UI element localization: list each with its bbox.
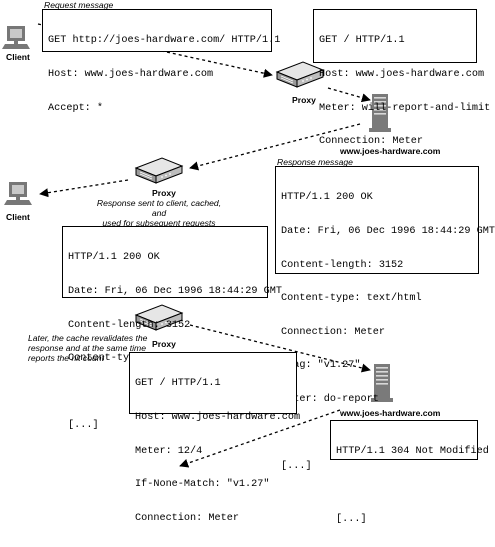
caption-line: Response sent to client, cached, and (96, 198, 222, 218)
arrow-revalidate-proxy-to-server (189, 324, 371, 373)
arrow-server-to-proxy (189, 123, 361, 171)
message-line: GET / HTTP/1.1 (135, 378, 221, 390)
arrow-server-to-proxy-304 (179, 409, 341, 468)
server-label: www.joes-hardware.com (340, 408, 441, 418)
proxy-request-message: GET / HTTP/1.1 Host: www.joes-hardware.c… (313, 9, 490, 147)
request-message-caption: Request message (44, 0, 114, 10)
server-label: www.joes-hardware.com (340, 146, 441, 156)
message-line: [...] (281, 461, 312, 473)
caption-line: response and at the same time (28, 343, 146, 353)
proxy-icon (135, 157, 183, 184)
message-line: Meter: do-report (281, 394, 379, 406)
client-response-message: HTTP/1.1 200 OK Date: Fri, 06 Dec 1996 1… (62, 226, 282, 431)
server-response-message: HTTP/1.1 200 OK Date: Fri, 06 Dec 1996 1… (275, 166, 495, 472)
message-line: Meter: will-report-and-limit (319, 102, 491, 114)
later-revalidate-caption: Later, the cache revalidates the respons… (28, 333, 156, 363)
message-line (336, 480, 472, 491)
message-line: HTTP/1.1 200 OK (68, 252, 160, 264)
message-line: GET http://joes-hardware.com/ HTTP/1.1 (48, 35, 281, 47)
message-line: Content-type: text/html (281, 293, 422, 305)
revalidate-request-message: GET / HTTP/1.1 Host: www.joes-hardware.c… (129, 352, 300, 524)
client-request-message: GET http://joes-hardware.com/ HTTP/1.1 H… (42, 9, 281, 114)
diagram: Client Client Proxy Proxy Proxy www.joes… (2, 0, 495, 525)
message-line: Meter: 12/4 (135, 445, 203, 457)
message-line: Host: www.joes-hardware.com (135, 412, 301, 424)
message-line: Connection: Meter (319, 136, 423, 148)
caption-line: used for subsequent requests (102, 218, 216, 228)
message-line: Date: Fri, 06 Dec 1996 18:44:29 GMT (68, 286, 282, 298)
message-line: GET / HTTP/1.1 (319, 35, 405, 47)
proxy-label: Proxy (292, 95, 316, 105)
proxy-label: Proxy (152, 188, 176, 198)
arrow-client-to-proxy (37, 23, 273, 78)
message-line: ETag: "v1.27" (281, 360, 361, 372)
not-modified-response-message: HTTP/1.1 304 Not Modified [...] (330, 420, 489, 525)
message-line: Accept: * (48, 102, 104, 114)
message-line: Connection: Meter (135, 512, 239, 524)
diagram-graphics (2, 23, 393, 468)
client-computer-icon (4, 182, 32, 205)
caption-line: reports the hit count (28, 353, 104, 363)
message-line: Date: Fri, 06 Dec 1996 18:44:29 GMT (281, 226, 495, 238)
client-label: Client (6, 52, 30, 62)
message-line: HTTP/1.1 200 OK (281, 192, 373, 204)
arrow-proxy-to-server (327, 87, 371, 103)
client-label: Client (6, 212, 30, 222)
message-line: If-None-Match: "v1.27" (135, 479, 270, 491)
message-line: Connection: Meter (281, 326, 385, 338)
message-line: Host: www.joes-hardware.com (319, 69, 485, 81)
message-line: Content-length: 3152 (281, 259, 404, 271)
caption-line: Later, the cache revalidates the (28, 333, 148, 343)
arrow-proxy-to-client (39, 179, 129, 198)
message-line: [...] (336, 513, 367, 525)
proxy-icon (276, 61, 324, 88)
response-message-caption: Response message (277, 157, 353, 167)
message-line: Host: www.joes-hardware.com (48, 69, 214, 81)
message-line: [...] (68, 420, 99, 432)
proxy-label: Proxy (152, 339, 176, 349)
message-line: Content-length: 3152 (68, 319, 191, 331)
message-line: HTTP/1.1 304 Not Modified (336, 446, 489, 458)
response-sent-caption: Response sent to client, cached, and use… (94, 198, 224, 228)
client-computer-icon (2, 26, 30, 49)
